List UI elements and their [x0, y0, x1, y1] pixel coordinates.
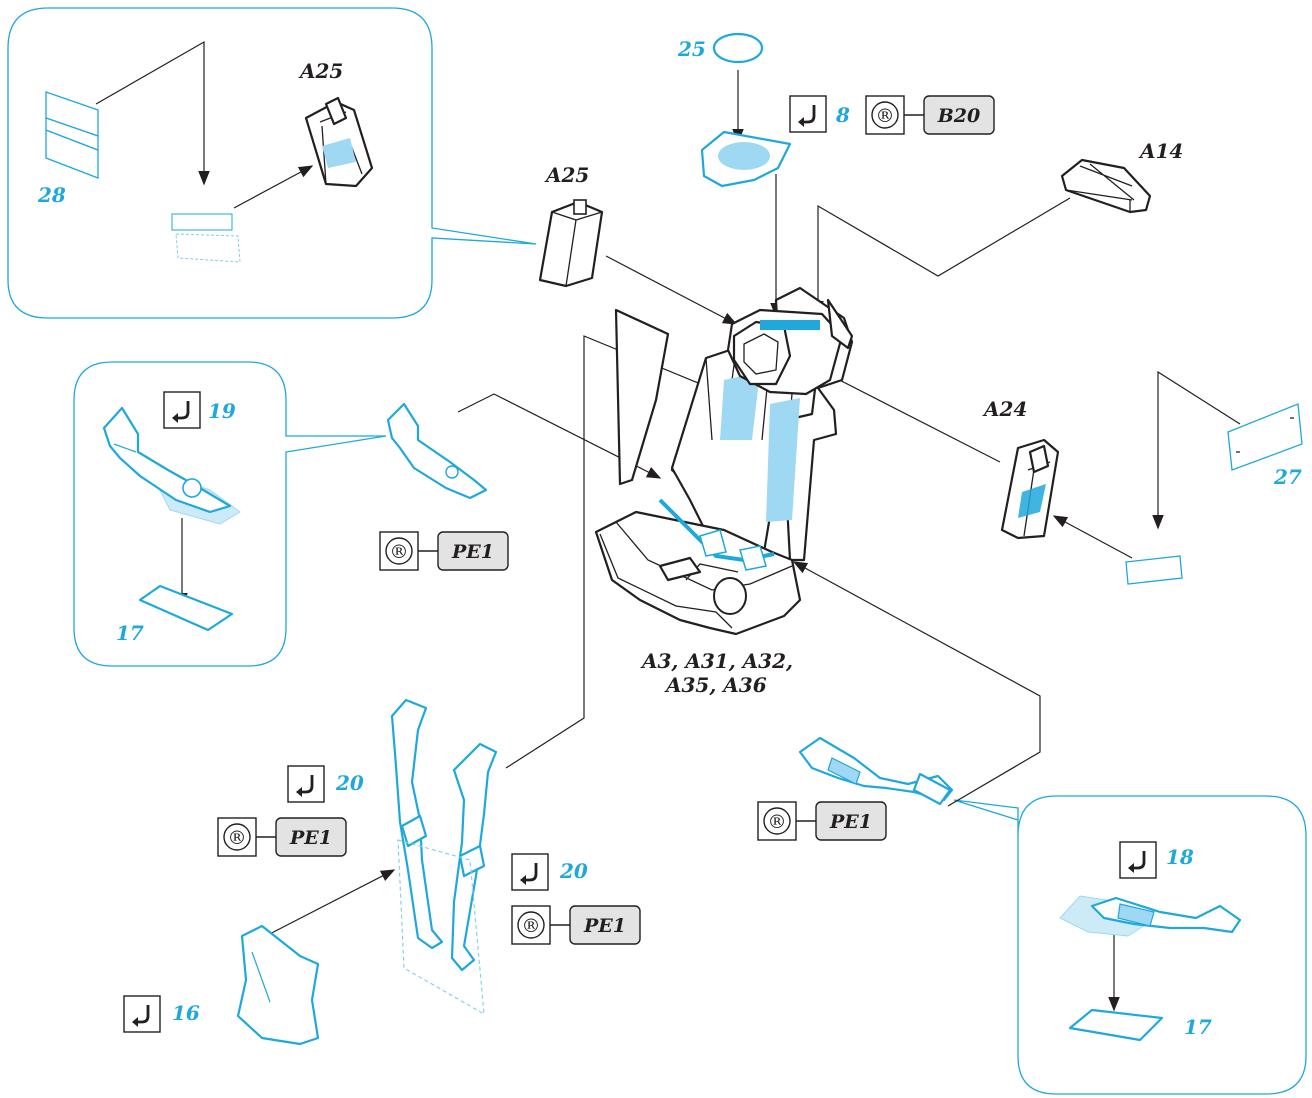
bend-arrow-icon: [123, 995, 161, 1033]
badge-pe1-left-text: PE1: [289, 827, 332, 849]
pe-headrest-pad: [700, 130, 792, 188]
label-a14: A14: [1138, 139, 1183, 163]
label-pe-19: 19: [208, 399, 236, 423]
registered-circle-icon: [763, 807, 791, 835]
bend-arrow-icon: [163, 391, 201, 429]
label-pe-27: 27: [1273, 465, 1302, 489]
pe-part-28: [45, 91, 99, 179]
pe-part-27: [1227, 403, 1303, 471]
pe-lap-belt: [798, 736, 954, 806]
label-pe-20-b: 20: [559, 859, 588, 883]
label-pe-17-left: 17: [116, 621, 144, 645]
bend-arrow-icon: [287, 765, 325, 803]
part-a25-mid: [538, 199, 604, 288]
label-a25-mid: A25: [544, 163, 589, 187]
callout-box-right: [953, 795, 1307, 1095]
pe-part-17-left: [138, 584, 234, 632]
pe-part-25-disc: [712, 32, 764, 64]
label-seat-parts-line1: A3, A31, A32,: [640, 649, 793, 673]
label-pe-18: 18: [1166, 845, 1194, 869]
label-pe-17-right: 17: [1184, 1015, 1212, 1039]
callout-box-left: [73, 361, 387, 667]
badge-pe1-center: ® PE1: [511, 905, 641, 945]
badge-pe1-right: ® PE1: [757, 801, 887, 841]
registered-circle-icon: [517, 911, 545, 939]
badge-pe1-center-text: PE1: [583, 915, 626, 937]
svg-text:®: ®: [390, 541, 409, 563]
part-a24: [1000, 438, 1060, 540]
pe-part-19-detail: [102, 406, 241, 525]
badge-pe1-mid: ® PE1: [379, 531, 509, 571]
bend-arrow-icon: [1119, 841, 1157, 879]
part-a25-detail: [304, 96, 374, 188]
registered-circle-icon: [871, 101, 899, 129]
label-pe-20-a: 20: [335, 771, 364, 795]
registered-circle-icon: [223, 823, 251, 851]
label-a25-top: A25: [298, 59, 343, 83]
pe-part-17-right: [1068, 1008, 1164, 1042]
svg-text:®: ®: [768, 811, 787, 833]
svg-text:®: ®: [228, 827, 247, 849]
label-pe-25: 25: [677, 37, 706, 61]
bend-arrow-icon: [511, 853, 549, 891]
pe-lap-belt-detail: [1059, 895, 1242, 937]
pe-part-28-ghost: [171, 213, 241, 263]
callout-box-top-left: [7, 7, 537, 319]
badge-pe1-left: ® PE1: [217, 817, 347, 857]
registered-circle-icon: [385, 537, 413, 565]
label-seat-parts-line2: A35, A36: [664, 673, 767, 697]
svg-text:®: ®: [876, 105, 895, 127]
pe-shoulder-harness: [390, 698, 498, 1016]
badge-pe1-right-text: PE1: [829, 811, 872, 833]
badge-b20-text: B20: [937, 105, 981, 127]
ejection-seat: [594, 286, 854, 636]
assembly-leader-lines: [95, 40, 1241, 1012]
badge-pe1-mid-text: PE1: [451, 541, 494, 563]
label-pe-8: 8: [835, 103, 850, 127]
pe-part-16-cushion: [236, 924, 320, 1046]
svg-text:®: ®: [522, 915, 541, 937]
label-a24: A24: [982, 397, 1027, 421]
pe-part-19-small: [386, 402, 488, 500]
label-pe-28: 28: [37, 183, 66, 207]
part-a14: [1060, 158, 1152, 214]
label-pe-16: 16: [172, 1001, 200, 1025]
pe-part-27-small: [1125, 555, 1183, 585]
badge-b20: ® B20: [865, 95, 995, 135]
bend-arrow-icon: [789, 95, 827, 133]
